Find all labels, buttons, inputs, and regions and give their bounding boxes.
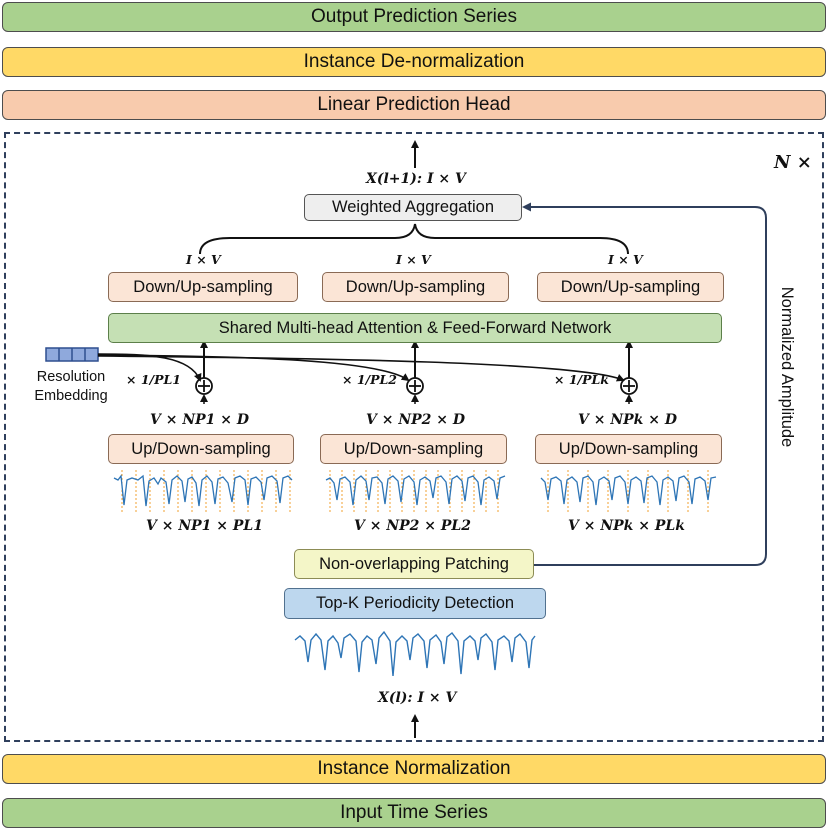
norm-label: Instance Normalization (317, 758, 511, 779)
branch-k-patch-shape: V × NPk × PLk (568, 518, 685, 534)
denorm-label: Instance De-normalization (303, 51, 525, 72)
periodicity-label: Top-K Periodicity Detection (315, 594, 515, 612)
branch-2-out-shape: I × V (396, 252, 431, 267)
resolution-embedding-label: Resolution Embedding (34, 369, 108, 404)
instance-denormalization: Instance De-normalization (2, 47, 826, 77)
patch-signal-1 (113, 470, 293, 512)
aggregation-label: Weighted Aggregation (331, 198, 495, 216)
encoder-block-frame (4, 132, 824, 742)
normalized-amplitude-path (522, 202, 767, 566)
branch-2-down-up-sampling: Down/Up-sampling (322, 272, 509, 302)
input-time-series: Input Time Series (2, 798, 826, 828)
branch-1-up-down-label: Up/Down-sampling (131, 439, 271, 458)
top-k-periodicity-box: Top-K Periodicity Detection (284, 588, 546, 619)
attention-label: Shared Multi-head Attention & Feed-Forwa… (218, 318, 612, 337)
linear-prediction-head: Linear Prediction Head (2, 90, 826, 120)
repeat-label: N × (774, 152, 812, 173)
branch-k-scale: × 1/PLk (554, 372, 609, 387)
non-overlapping-patching-box: Non-overlapping Patching (294, 549, 534, 579)
weighted-aggregation-box: Weighted Aggregation (304, 194, 522, 221)
aggregation-brace (199, 223, 629, 255)
branch-2-up-down-label: Up/Down-sampling (343, 439, 484, 458)
patch-signal-k (540, 470, 717, 512)
head-label: Linear Prediction Head (317, 94, 511, 115)
branch-2-patch-shape: V × NP2 × PL2 (354, 518, 471, 534)
branch-1-up-down-sampling: Up/Down-sampling (108, 434, 294, 464)
branch-1-patch-shape: V × NP1 × PL1 (146, 518, 263, 534)
input-signal (294, 630, 536, 677)
branch-k-down-up-sampling: Down/Up-sampling (537, 272, 724, 302)
normalized-amplitude-label: Normalized Amplitude (778, 286, 796, 448)
output-shape-label: X(l+1): I × V (366, 171, 466, 187)
branch-k-up-down-sampling: Up/Down-sampling (535, 434, 722, 464)
resolution-embedding-icon (45, 347, 99, 362)
branch-k-up-down-label: Up/Down-sampling (558, 439, 699, 458)
branch-k-out-shape: I × V (608, 252, 643, 267)
branch-k-down-up-label: Down/Up-sampling (560, 277, 701, 296)
output-label: Output Prediction Series (311, 6, 517, 27)
instance-normalization: Instance Normalization (2, 754, 826, 784)
branch-2-embed-shape: V × NP2 × D (366, 412, 466, 428)
shared-attention-ffn-box: Shared Multi-head Attention & Feed-Forwa… (108, 313, 722, 343)
output-prediction-series: Output Prediction Series (2, 2, 826, 32)
branch-1-out-shape: I × V (186, 252, 221, 267)
input-label: Input Time Series (340, 802, 488, 823)
branch-1-down-up-sampling: Down/Up-sampling (108, 272, 298, 302)
branch-1-down-up-label: Down/Up-sampling (133, 277, 273, 296)
branch-1-scale: × 1/PL1 (126, 372, 181, 387)
input-shape-label: X(l): I × V (378, 690, 457, 706)
branch-k-embed-shape: V × NPk × D (578, 412, 677, 428)
branch-1-embed-shape: V × NP1 × D (150, 412, 250, 428)
patch-signal-2 (325, 470, 506, 512)
branch-2-up-down-sampling: Up/Down-sampling (320, 434, 507, 464)
branch-2-scale: × 1/PL2 (342, 372, 397, 387)
branch-2-down-up-label: Down/Up-sampling (345, 277, 486, 296)
patching-label: Non-overlapping Patching (319, 554, 509, 573)
